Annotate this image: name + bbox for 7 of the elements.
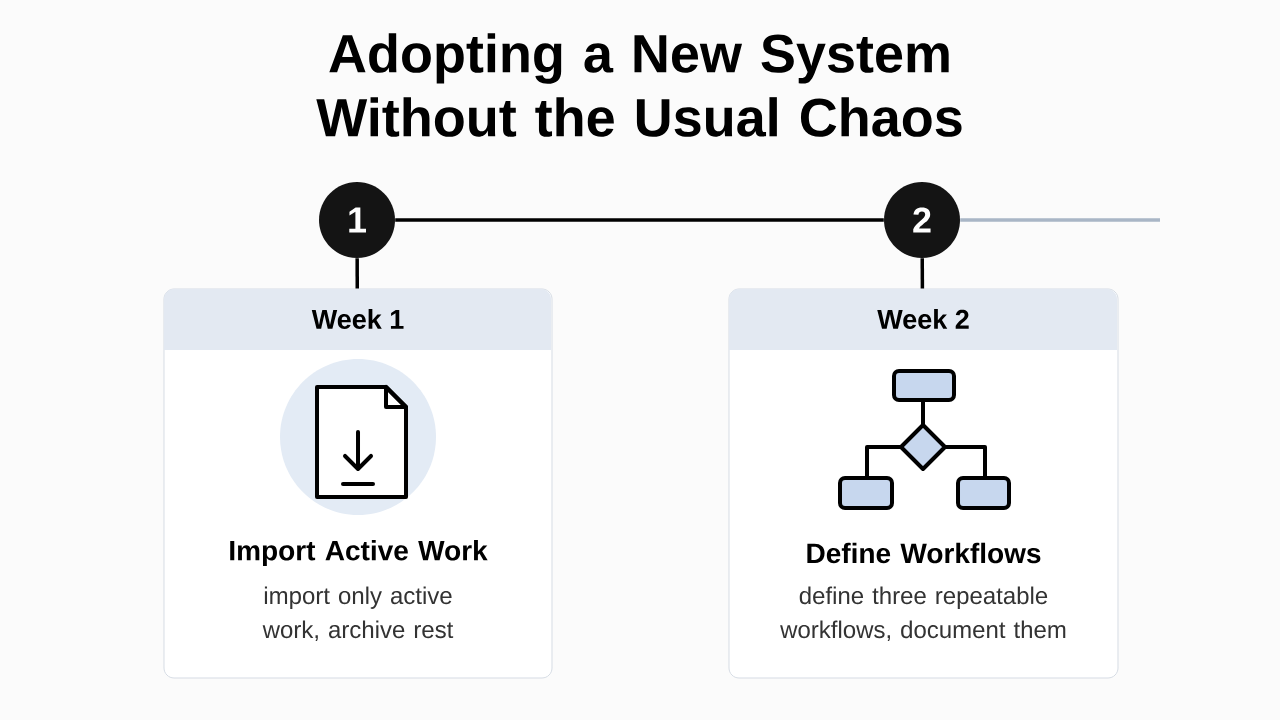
- connector-line: [920, 258, 925, 289]
- connector-line: [355, 258, 359, 289]
- card: Week 1 Import Active Work import only active work, archive rest: [163, 288, 553, 679]
- connector-line: [395, 218, 884, 222]
- connector-line: [960, 218, 1160, 222]
- card: Week 2 Define Workflows define three repeatable workflows, document them: [728, 288, 1119, 679]
- title: Adopting a New System Without the Usual Chaos: [316, 33, 962, 137]
